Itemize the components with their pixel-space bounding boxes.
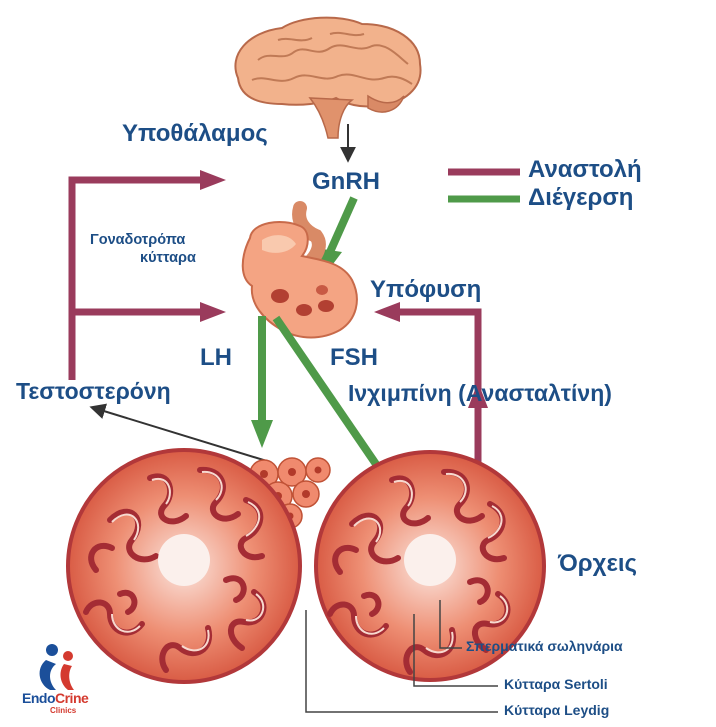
endocrine-logo-icon <box>40 644 74 690</box>
gonadotroph-cells-label-line1: Γοναδοτρόπα <box>90 232 185 248</box>
feedback-arrowhead-top <box>200 170 226 190</box>
seminiferous-tubules-label: Σπερματικά σωληνάρια <box>466 638 623 654</box>
leydig-cells-label: Κύτταρα Leydig <box>504 702 609 718</box>
left-testis-cross-section <box>68 450 300 682</box>
logo-name-part1: Endo <box>22 690 55 706</box>
lh-label: LH <box>200 344 232 372</box>
gonadotroph-cells-label-line2: κύτταρα <box>140 250 196 266</box>
logo-subtitle: Clinics <box>50 706 76 715</box>
legend-stimulation-label: Διέγερση <box>528 184 633 212</box>
pituitary-label: Υπόφυση <box>370 276 481 304</box>
hypothalamus-label: Υποθάλαμος <box>122 120 268 148</box>
lh-arrowhead <box>251 420 273 448</box>
sertoli-cells-label: Κύτταρα Sertoli <box>504 676 608 692</box>
gnrh-label: GnRH <box>312 168 380 196</box>
testosterone-feedback-arrow <box>72 180 206 380</box>
gnrh-to-pituitary-arrow <box>330 198 354 252</box>
logo-name-part2: Crine <box>55 690 88 706</box>
inhibin-arrowhead-pituitary <box>374 302 400 322</box>
fsh-label: FSH <box>330 344 378 372</box>
legend-inhibition-label: Αναστολή <box>528 156 642 184</box>
feedback-arrowhead-pituitary <box>200 302 226 322</box>
inhibin-label: Ινχιμπίνη (Ανασταλτίνη) <box>348 380 612 407</box>
testes-label: Όρχεις <box>558 550 637 578</box>
endocrine-logo-text: EndoCrine <box>22 690 88 706</box>
testosterone-label: Τεστοστερόνη <box>16 378 171 405</box>
